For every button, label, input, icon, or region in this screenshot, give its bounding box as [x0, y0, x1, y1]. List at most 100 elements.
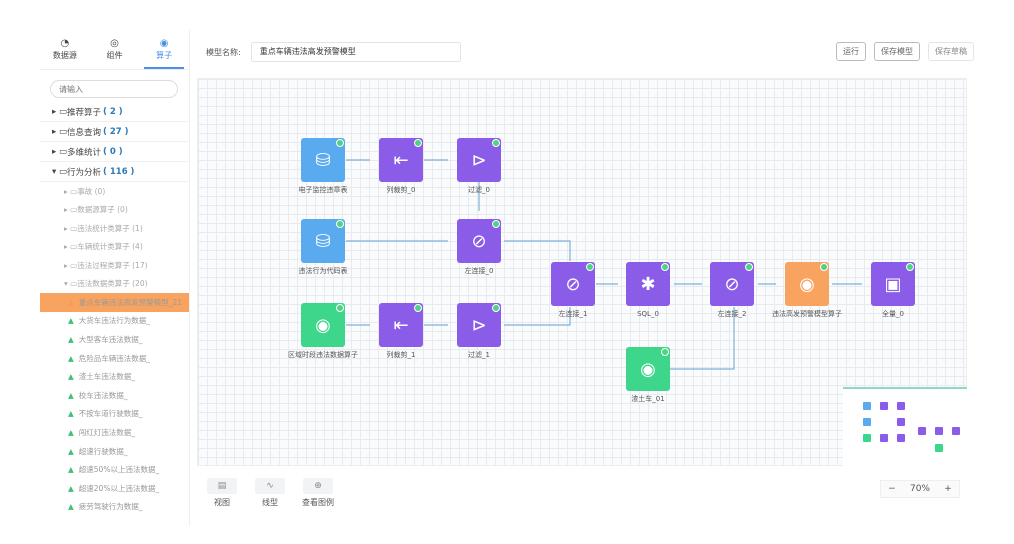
- operator-icon: ▲: [68, 372, 74, 382]
- legend-button[interactable]: ⊕查看图例: [301, 478, 335, 508]
- tree-leaf[interactable]: ▲超速行驶数据_: [40, 442, 189, 461]
- minimap-node: [918, 427, 926, 435]
- operator-icon: ◉: [640, 358, 656, 380]
- save-model-button[interactable]: 保存模型: [874, 42, 920, 61]
- minimap-node: [863, 402, 871, 410]
- tab-operators[interactable]: ◉算子: [144, 38, 185, 69]
- tree-leaf[interactable]: ▲超速20%以上违法数据_: [40, 479, 189, 498]
- minimap[interactable]: [843, 387, 967, 467]
- operator-icon: ▲: [68, 353, 74, 363]
- node-operator[interactable]: ◉: [626, 347, 670, 391]
- minimap-node: [897, 418, 905, 426]
- operator-icon: ▲: [68, 446, 74, 456]
- tree-leaf[interactable]: ▲校车违法数据_: [40, 386, 189, 405]
- node-datasource[interactable]: ⛁: [301, 138, 345, 182]
- minimap-node: [897, 402, 905, 410]
- subgroup-label: 车辆统计类算子 (4): [77, 242, 143, 252]
- node-sql[interactable]: ✱: [626, 262, 670, 306]
- tree-subgroup[interactable]: ▸ ▭ 数据源算子 (0): [64, 205, 128, 215]
- tree-leaf[interactable]: ▲ 大货车违法行为数据_: [40, 312, 189, 331]
- tree-subgroup[interactable]: ▸ ▭ 违法统计类算子 (1): [64, 223, 143, 233]
- sidebar-tabs: ◔数据源 ◎组件 ◉算子: [40, 30, 189, 70]
- tree-leaf[interactable]: ▲重点车辆违法高发预警模型_21: [40, 293, 189, 312]
- operator-icon: ▲: [68, 316, 74, 326]
- link-icon: ⊘: [724, 273, 740, 295]
- tree-leaf[interactable]: ▲不按车道行驶数据_: [40, 405, 189, 424]
- tree-group[interactable]: ▸ ▭ 信息查询( 27 ): [40, 122, 189, 142]
- search-input[interactable]: [50, 80, 178, 98]
- zoom-control: − 70% +: [880, 480, 960, 498]
- pie-icon: ◔: [60, 38, 70, 49]
- sql-network-icon: ✱: [640, 273, 656, 295]
- operator-icon: ◉: [799, 273, 815, 295]
- edges: [346, 159, 862, 370]
- node-save[interactable]: ▣: [871, 262, 915, 306]
- leaf-label: 不按车道行驶数据_: [78, 409, 143, 419]
- node-left-join[interactable]: ⊘: [710, 262, 754, 306]
- minimap-node: [935, 427, 943, 435]
- tree-subgroup[interactable]: ▾ ▭ 违法数据类算子 (20): [64, 279, 148, 289]
- subgroup-label: 违法统计类算子 (1): [77, 223, 143, 233]
- zoom-in-button[interactable]: +: [944, 484, 952, 494]
- node-model-operator[interactable]: ◉: [785, 262, 829, 306]
- crop-icon: ⇤: [393, 314, 409, 336]
- tree-group[interactable]: ▸ ▭ 多维统计( 0 ): [40, 142, 189, 162]
- tab-components[interactable]: ◎组件: [106, 38, 123, 60]
- tree-group[interactable]: ▸ ▭ 推荐算子( 2 ): [40, 102, 189, 122]
- tree-leaf[interactable]: ▲ 闯红灯违法数据_: [40, 423, 189, 442]
- subgroup-label: 违法过程类算子 (17): [77, 260, 148, 270]
- node-operator[interactable]: ◉: [301, 303, 345, 347]
- tree-subgroup[interactable]: ▸ ▭ 车辆统计类算子 (4): [64, 242, 143, 252]
- zoom-level: 70%: [909, 484, 930, 494]
- link-icon: ⊘: [471, 230, 487, 252]
- tree-leaf[interactable]: ▲渣土车违法数据_: [40, 367, 189, 386]
- model-name-input[interactable]: 重点车辆违法高发预警模型: [250, 42, 461, 62]
- model-name-label: 模型名称:: [206, 47, 241, 57]
- view-icon: ▤: [207, 478, 237, 494]
- save-icon: ▣: [884, 273, 902, 295]
- node-label: 列裁剪_1: [386, 351, 416, 359]
- tree-leaf[interactable]: ▲ 超速50%以上违法数据_: [40, 460, 189, 479]
- node-filter[interactable]: ⊳: [457, 138, 501, 182]
- node-column-crop[interactable]: ⇤: [379, 303, 423, 347]
- tree-group[interactable]: ▾ ▭ 行为分析( 116 ): [40, 162, 189, 182]
- subgroup-label: 事故 (0): [77, 186, 106, 196]
- tab-datasource[interactable]: ◔数据源: [52, 38, 77, 60]
- node-datasource[interactable]: ⛁: [301, 219, 345, 263]
- operator-icon: ▲: [68, 334, 74, 344]
- tree-leaf[interactable]: ▲危险品车辆违法数据_: [40, 349, 189, 368]
- edge: [670, 307, 735, 370]
- node-left-join[interactable]: ⊘: [457, 219, 501, 263]
- target-icon: ◎: [110, 38, 119, 49]
- flow-canvas[interactable]: ⛁ 电子监控违章表 ⇤ 列裁剪_0 ⊳ 过滤_0 ⛁ 违法行为代码表 ⊘ 左连接…: [197, 78, 967, 467]
- node-filter[interactable]: ⊳: [457, 303, 501, 347]
- operator-icon: ▲: [68, 465, 74, 475]
- edge: [504, 307, 571, 326]
- save-draft-button[interactable]: 保存草稿: [928, 42, 974, 61]
- zoom-out-button[interactable]: −: [888, 484, 896, 494]
- node-left-join[interactable]: ⊘: [551, 262, 595, 306]
- view-button[interactable]: ▤视图: [205, 478, 239, 508]
- node-column-crop[interactable]: ⇤: [379, 138, 423, 182]
- zoom-search-icon: ⊕: [303, 478, 333, 494]
- tree-subgroup[interactable]: ▸ ▭ 违法过程类算子 (17): [64, 260, 148, 270]
- tree-subgroup[interactable]: ▸ ▭ 事故 (0): [64, 186, 106, 196]
- operator-icon: ▲: [68, 502, 74, 512]
- filter-icon: ⊳: [471, 149, 487, 171]
- tree-leaf[interactable]: ▲ 大型客车违法数据_: [40, 330, 189, 349]
- database-icon: ⛁: [315, 149, 331, 171]
- node-label: 违法行为代码表: [298, 267, 348, 275]
- run-button[interactable]: 运行: [836, 42, 866, 61]
- node-label: 违法高发预警模型算子: [772, 310, 842, 318]
- leaf-label: 超速50%以上违法数据_: [78, 465, 160, 475]
- tree-leaf[interactable]: ▲疲劳驾驶行为数据_: [40, 498, 189, 517]
- operator-icon: ◉: [315, 314, 331, 336]
- minimap-node: [935, 444, 943, 452]
- operator-icon: ▲: [68, 427, 74, 437]
- leaf-label: 大货车违法行为数据_: [78, 316, 151, 326]
- operator-icon: ▲: [68, 483, 74, 493]
- line-type-button[interactable]: ∿线型: [253, 478, 287, 508]
- leaf-label: 闯红灯违法数据_: [78, 427, 136, 437]
- leaf-label: 大型客车违法数据_: [78, 334, 143, 344]
- subgroup-label: 违法数据类算子 (20): [77, 279, 148, 289]
